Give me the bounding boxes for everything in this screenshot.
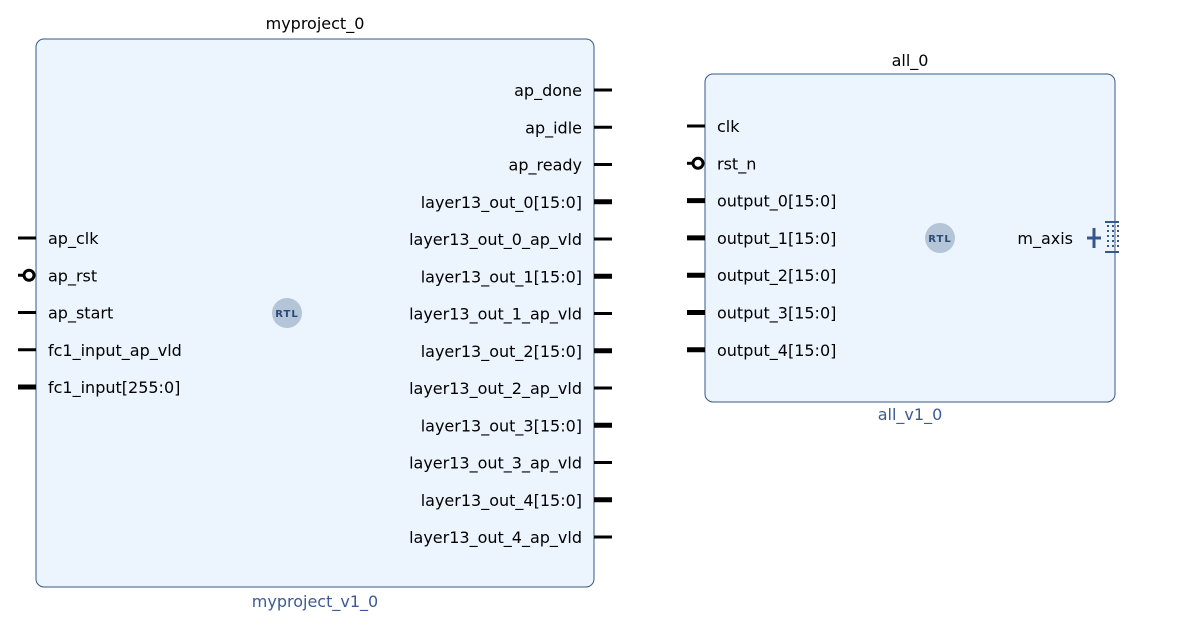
port-label: layer13_out_2_ap_vld [409,379,582,399]
port-layer13-out-2-ap-vld[interactable]: layer13_out_2_ap_vld [409,379,612,399]
port-output-3[interactable]: output_3[15:0] [687,304,836,324]
block-instance-name: all_0 [892,51,929,71]
port-label: ap_ready [509,156,582,176]
port-label: ap_done [514,81,582,101]
left-ports: ap_clk ap_rst ap_start fc1_input_ap_vld fc1_… [18,229,182,398]
block-ip-name: all_v1_0 [878,405,943,425]
port-label: output_1[15:0] [717,229,836,249]
port-label: fc1_input[255:0] [48,378,180,398]
interface-bus-icon [1105,221,1119,253]
port-output-0[interactable]: output_0[15:0] [687,192,836,212]
rtl-badge: RTL [925,223,955,253]
port-ap-ready[interactable]: ap_ready [509,156,612,176]
port-output-1[interactable]: output_1[15:0] [687,229,836,249]
port-layer13-out-4-ap-vld[interactable]: layer13_out_4_ap_vld [409,528,612,548]
port-clk[interactable]: clk [687,117,740,136]
port-fc1-input-ap-vld[interactable]: fc1_input_ap_vld [18,341,182,361]
port-label: layer13_out_0_ap_vld [409,230,582,250]
port-output-4[interactable]: output_4[15:0] [687,341,836,361]
port-label: clk [717,117,740,136]
port-label: ap_clk [48,229,99,249]
rtl-badge-circle [272,298,302,328]
right-ports: m_axis [1017,221,1119,253]
port-label: ap_idle [525,118,582,138]
port-rst-n[interactable]: rst_n [687,154,756,174]
port-layer13-out-4[interactable]: layer13_out_4[15:0] [421,491,612,511]
port-label: output_4[15:0] [717,341,836,361]
port-ap-clk[interactable]: ap_clk [18,229,99,249]
port-label: layer13_out_4_ap_vld [409,528,582,548]
active-low-icon [22,268,36,282]
port-label: m_axis [1017,229,1073,249]
port-label: ap_rst [48,266,97,286]
port-label: fc1_input_ap_vld [48,341,182,361]
block-instance-name: myproject_0 [266,14,365,34]
expand-plus-icon[interactable] [1087,228,1101,248]
port-fc1-input[interactable]: fc1_input[255:0] [18,378,180,398]
port-layer13-out-3[interactable]: layer13_out_3[15:0] [421,416,612,436]
port-layer13-out-1[interactable]: layer13_out_1[15:0] [421,267,612,287]
port-m-axis[interactable]: m_axis [1017,221,1119,253]
port-ap-done[interactable]: ap_done [514,81,612,101]
port-label: layer13_out_0[15:0] [421,193,582,213]
port-label: layer13_out_3[15:0] [421,416,582,436]
port-layer13-out-0-ap-vld[interactable]: layer13_out_0_ap_vld [409,230,612,250]
port-label: output_0[15:0] [717,192,836,212]
port-label: layer13_out_4[15:0] [421,491,582,511]
block-myproject[interactable]: myproject_0 myproject_v1_0 RTL ap_clkap_… [18,14,612,612]
port-label: layer13_out_3_ap_vld [409,454,582,474]
port-label: ap_start [48,304,113,324]
rtl-badge-label: RTL [928,234,951,245]
port-layer13-out-0[interactable]: layer13_out_0[15:0] [421,193,612,213]
rtl-badge-circle [925,223,955,253]
port-layer13-out-1-ap-vld[interactable]: layer13_out_1_ap_vld [409,305,612,325]
port-ap-rst[interactable]: ap_rst [18,266,97,286]
rtl-badge-label: RTL [275,309,298,320]
block-all[interactable]: all_0 all_v1_0 RTL clk rst_n output_0[15:0… [687,51,1119,425]
port-layer13-out-3-ap-vld[interactable]: layer13_out_3_ap_vld [409,454,612,474]
port-ap-idle[interactable]: ap_idle [525,118,612,138]
right-ports: ap_done ap_idle ap_ready layer13_out_0[15:0… [409,81,612,548]
port-output-2[interactable]: output_2[15:0] [687,266,836,286]
port-label: layer13_out_1_ap_vld [409,305,582,325]
port-label: output_3[15:0] [717,304,836,324]
active-low-icon [691,156,705,170]
port-ap-start[interactable]: ap_start [18,304,113,324]
rtl-badge: RTL [272,298,302,328]
port-label: layer13_out_1[15:0] [421,267,582,287]
port-label: output_2[15:0] [717,266,836,286]
port-layer13-out-2[interactable]: layer13_out_2[15:0] [421,342,612,362]
block-ip-name: myproject_v1_0 [252,592,378,612]
left-ports: clk rst_n output_0[15:0] output_1[15:0]outp… [687,117,836,361]
port-label: layer13_out_2[15:0] [421,342,582,362]
port-label: rst_n [717,154,756,174]
